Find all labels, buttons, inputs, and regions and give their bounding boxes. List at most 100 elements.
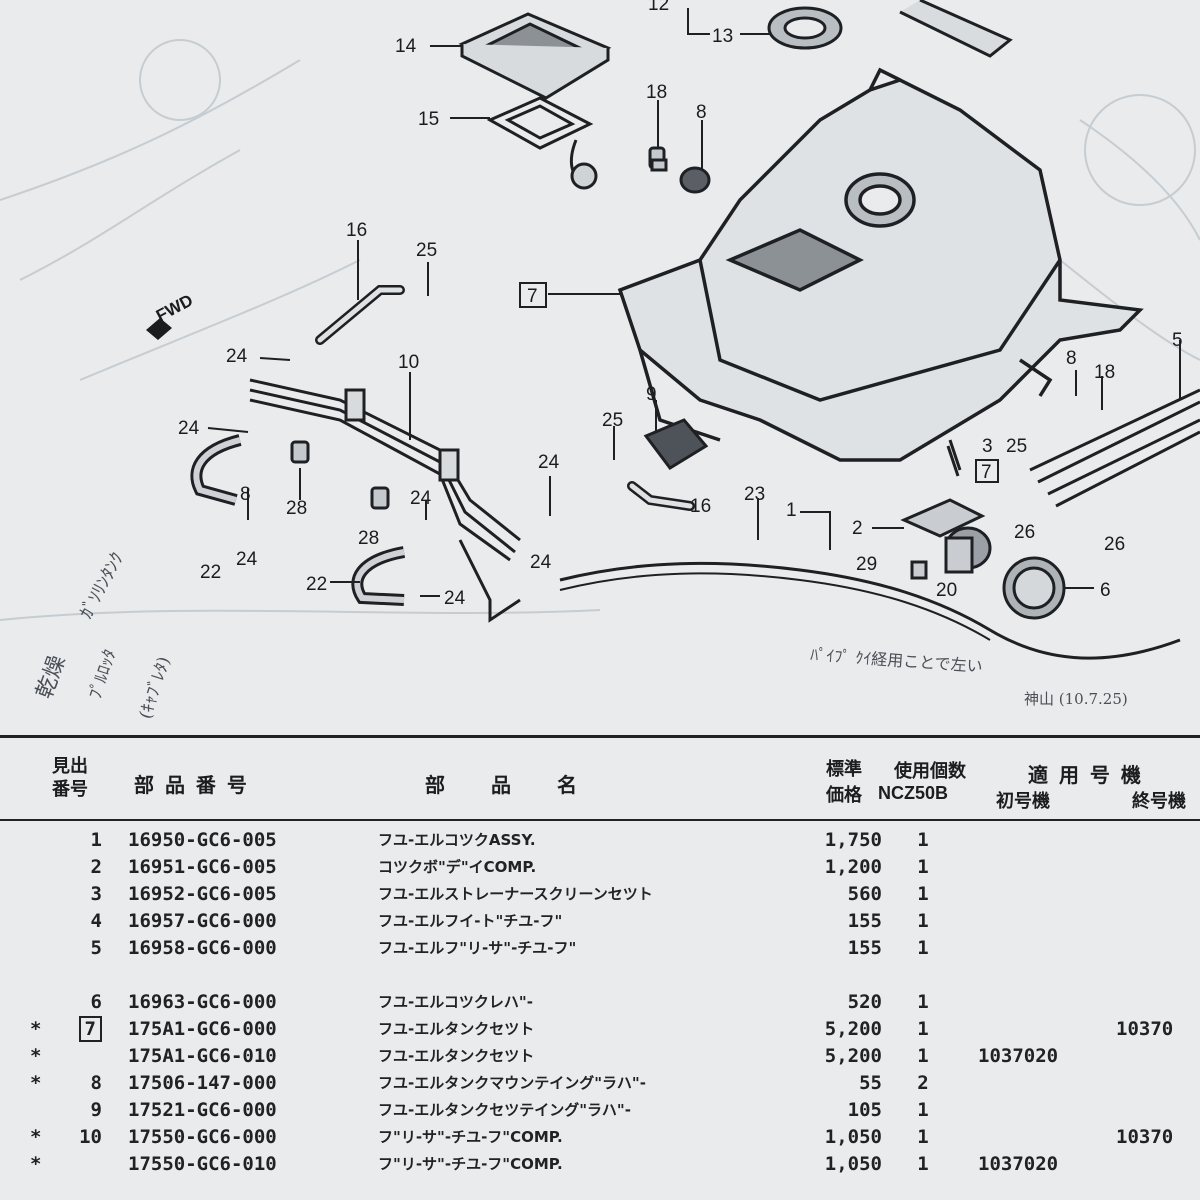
- row-quantity: 1: [917, 829, 929, 851]
- row-ref-boxed: 7: [78, 1016, 102, 1042]
- part-28-bolts: [290, 440, 390, 510]
- row-ref-number: 6: [90, 991, 102, 1013]
- row-ref-number: 3: [90, 883, 102, 905]
- row-quantity: 1: [917, 910, 929, 932]
- row-ref-number: 4: [90, 910, 102, 932]
- svg-text:ﾊﾟｲﾌﾟ ｸｲ経用ことで左い: ﾊﾟｲﾌﾟ ｸｲ経用ことで左い: [810, 645, 984, 676]
- svg-text:(ｷｬﾌﾞﾚﾀ): (ｷｬﾌﾞﾚﾀ): [136, 654, 175, 721]
- parts-table: 見出 番号 部 品 番 号 部 品 名 標準 価格 使用個数 NCZ50B 適 …: [0, 735, 1200, 1200]
- row-quantity: 1: [917, 937, 929, 959]
- callout-28a: 28: [286, 498, 307, 519]
- row-quantity: 1: [917, 856, 929, 878]
- callout-20: 20: [936, 580, 957, 601]
- row-quantity: 1: [917, 883, 929, 905]
- table-top-rule: [0, 735, 1200, 738]
- row-quantity: 1: [917, 1045, 929, 1067]
- row-ref-number: 5: [90, 937, 102, 959]
- callout-23: 23: [744, 484, 765, 505]
- callout-3: 3: [982, 436, 993, 457]
- svg-text:FWD: FWD: [153, 291, 196, 326]
- row-price: 1,050: [824, 1153, 882, 1175]
- row-price: 1,050: [824, 1126, 882, 1148]
- row-part-name: コツクボ"デ"イCOMP.: [378, 858, 537, 876]
- callout-29: 29: [856, 554, 877, 575]
- callout-22a: 22: [200, 562, 221, 583]
- row-part-number: 16957-GC6-000: [128, 910, 277, 932]
- callout-8c: 8: [1066, 348, 1077, 369]
- part-15-gasket: [486, 96, 598, 190]
- row-quantity: 2: [917, 1072, 929, 1094]
- callout-24e: 24: [538, 452, 560, 473]
- callout-16: 16: [346, 220, 367, 241]
- callout-26a: 26: [1014, 522, 1035, 543]
- row-part-name: フユ-エルフイ-ト"チユ-フ": [378, 912, 563, 930]
- row-price: 1,750: [824, 829, 882, 851]
- svg-text:神山 (10.7.25): 神山 (10.7.25): [1024, 690, 1128, 708]
- callout-7b-box: [975, 459, 999, 483]
- row-part-name: フユ-エルタンクマウンテイング"ラハ"-: [378, 1074, 646, 1092]
- row-part-number: 17506-147-000: [128, 1072, 277, 1094]
- callout-24f: 24: [530, 552, 552, 573]
- row-quantity: 1: [917, 1018, 929, 1040]
- row-ref-number: 1: [90, 829, 102, 851]
- part-13-seal-ring: [767, 6, 843, 50]
- row-part-number: 17550-GC6-000: [128, 1126, 277, 1148]
- header-first-no: 初号機: [996, 791, 1050, 812]
- callout-24d: 24: [410, 488, 432, 509]
- callout-24a: 24: [226, 346, 248, 367]
- row-star: *: [30, 1126, 42, 1148]
- svg-text:乾燥: 乾燥: [32, 652, 71, 702]
- part-9-setting-rubber: [643, 418, 709, 470]
- callout-8: 8: [696, 102, 707, 123]
- row-price: 55: [859, 1072, 882, 1094]
- row-ref-number: 8: [90, 1072, 102, 1094]
- callout-14: 14: [395, 36, 417, 57]
- row-price: 5,200: [824, 1018, 882, 1040]
- part-1-fuel-cock-assembly: [900, 439, 1066, 620]
- row-part-number: 16952-GC6-005: [128, 883, 277, 905]
- row-ref-number: 9: [90, 1099, 102, 1121]
- row-ref-number: 7: [56, 1016, 102, 1042]
- row-price: 1,200: [824, 856, 882, 878]
- row-price: 155: [847, 937, 882, 959]
- row-star: *: [30, 1045, 42, 1067]
- callout-28b: 28: [358, 528, 379, 549]
- callout-25c: 25: [1006, 436, 1027, 457]
- fwd-direction-indicator: FWD: [146, 291, 196, 340]
- callout-16b: 16: [690, 496, 711, 517]
- row-quantity: 1: [917, 1099, 929, 1121]
- callout-9: 9: [646, 384, 657, 405]
- row-price: 105: [847, 1099, 882, 1121]
- part-12-strip: [899, 0, 1013, 58]
- part-7-fuel-tank: [617, 67, 1144, 462]
- header-part-name: 部 品 名: [425, 773, 579, 797]
- row-part-number: 175A1-GC6-010: [128, 1045, 277, 1067]
- header-ref: 見出 番号: [52, 756, 88, 800]
- row-star: *: [30, 1018, 42, 1040]
- row-part-name: フユ-エルコツクASSY.: [378, 831, 536, 849]
- callout-1: 1: [786, 500, 797, 521]
- callout-24c: 24: [236, 549, 258, 570]
- part-10-breather-tube: [249, 378, 521, 623]
- callout-24g: 24: [444, 588, 466, 609]
- callout-6: 6: [1100, 580, 1111, 601]
- callout-13: 13: [712, 26, 733, 47]
- row-part-number: 175A1-GC6-000: [128, 1018, 277, 1040]
- row-part-name: フ"リ-サ"-チユ-フ"COMP.: [378, 1128, 563, 1146]
- header-last-no: 終号機: [1132, 791, 1186, 812]
- row-part-number: 16963-GC6-000: [128, 991, 277, 1013]
- row-part-name: フユ-エルコツクレハ"-: [378, 993, 533, 1011]
- table-header-rule: [0, 819, 1200, 821]
- row-ref-number: 2: [90, 856, 102, 878]
- callout-5: 5: [1172, 330, 1183, 351]
- callout-25: 25: [416, 240, 437, 261]
- row-part-name: フユ-エルフ"リ-サ"-チユ-フ": [378, 939, 577, 957]
- row-part-number: 17521-GC6-000: [128, 1099, 277, 1121]
